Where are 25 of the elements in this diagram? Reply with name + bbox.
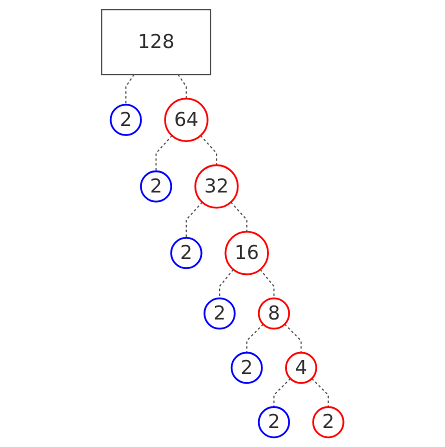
connector: [284, 324, 302, 353]
connector: [230, 202, 248, 232]
connector: [186, 202, 203, 238]
connector: [311, 378, 329, 408]
node-circle: 4: [285, 352, 318, 384]
node-circle: 2: [312, 406, 344, 438]
connector: [155, 135, 172, 172]
connector: [273, 378, 291, 408]
connector: [200, 135, 218, 166]
connector: [218, 269, 234, 298]
node-box: 128: [101, 9, 212, 76]
node-circle: 64: [164, 98, 208, 142]
node-circle: 2: [170, 237, 202, 270]
connector: [260, 269, 275, 298]
connector: [125, 74, 134, 105]
node-circle: 2: [258, 406, 290, 438]
node-circle: 32: [194, 164, 239, 209]
node-circle: 2: [140, 170, 172, 203]
connector: [246, 324, 264, 353]
node-circle: 8: [258, 297, 290, 330]
connector: [178, 74, 187, 99]
node-circle: 2: [204, 297, 236, 330]
node-circle: 2: [230, 352, 263, 384]
node-circle: 2: [110, 104, 142, 136]
node-circle: 16: [224, 230, 269, 276]
